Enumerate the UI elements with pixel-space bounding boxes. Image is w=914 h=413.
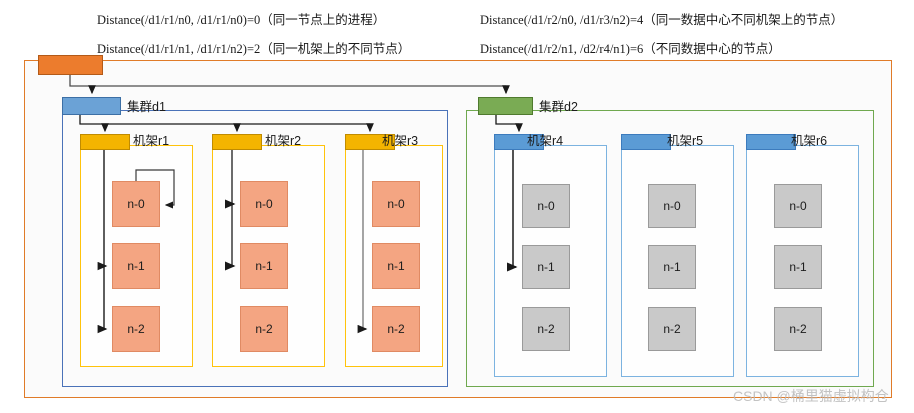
formula-distance-0: Distance(/d1/r1/n0, /d1/r1/n0)=0（同一节点上的进… xyxy=(97,13,386,27)
node-d2-r5-n2[interactable]: n-2 xyxy=(648,307,696,351)
rack-label-r5: 机架r5 xyxy=(667,134,704,148)
formula-distance-4: Distance(/d1/r2/n0, /d1/r3/n2)=4（同一数据中心不… xyxy=(480,13,844,27)
rack-chip-r5[interactable] xyxy=(621,134,671,150)
node-d1-r3-n1[interactable]: n-1 xyxy=(372,243,420,289)
node-d1-r3-n0[interactable]: n-0 xyxy=(372,181,420,227)
rack-chip-r2[interactable] xyxy=(212,134,262,150)
rack-label-r1: 机架r1 xyxy=(133,134,170,148)
root-chip[interactable] xyxy=(38,55,103,75)
rack-chip-r6[interactable] xyxy=(746,134,796,150)
rack-label-r3: 机架r3 xyxy=(382,134,419,148)
watermark: CSDN @桶里猫虚拟构仓 xyxy=(733,388,889,404)
node-d2-r6-n2[interactable]: n-2 xyxy=(774,307,822,351)
rack-chip-r3[interactable] xyxy=(345,134,395,150)
node-d2-r6-n1[interactable]: n-1 xyxy=(774,245,822,289)
rack-chip-r1[interactable] xyxy=(80,134,130,150)
node-d1-r3-n2[interactable]: n-2 xyxy=(372,306,420,352)
cluster-chip-d2[interactable] xyxy=(478,97,533,115)
node-d2-r4-n2[interactable]: n-2 xyxy=(522,307,570,351)
cluster-label-d1: 集群d1 xyxy=(127,100,166,114)
node-d1-r1-n2[interactable]: n-2 xyxy=(112,306,160,352)
node-d1-r1-n0[interactable]: n-0 xyxy=(112,181,160,227)
node-d1-r2-n1[interactable]: n-1 xyxy=(240,243,288,289)
node-d2-r5-n1[interactable]: n-1 xyxy=(648,245,696,289)
node-d2-r6-n0[interactable]: n-0 xyxy=(774,184,822,228)
node-d1-r2-n2[interactable]: n-2 xyxy=(240,306,288,352)
formula-distance-2: Distance(/d1/r1/n1, /d1/r1/n2)=2（同一机架上的不… xyxy=(97,42,411,56)
cluster-label-d2: 集群d2 xyxy=(539,100,578,114)
rack-chip-r4[interactable] xyxy=(494,134,544,150)
formula-distance-6: Distance(/d1/r2/n1, /d2/r4/n1)=6（不同数据中心的… xyxy=(480,42,781,56)
rack-label-r2: 机架r2 xyxy=(265,134,302,148)
rack-label-r6: 机架r6 xyxy=(791,134,828,148)
node-d1-r1-n1[interactable]: n-1 xyxy=(112,243,160,289)
node-d2-r4-n0[interactable]: n-0 xyxy=(522,184,570,228)
node-d2-r5-n0[interactable]: n-0 xyxy=(648,184,696,228)
cluster-chip-d1[interactable] xyxy=(62,97,121,115)
node-d1-r2-n0[interactable]: n-0 xyxy=(240,181,288,227)
node-d2-r4-n1[interactable]: n-1 xyxy=(522,245,570,289)
rack-label-r4: 机架r4 xyxy=(527,134,564,148)
